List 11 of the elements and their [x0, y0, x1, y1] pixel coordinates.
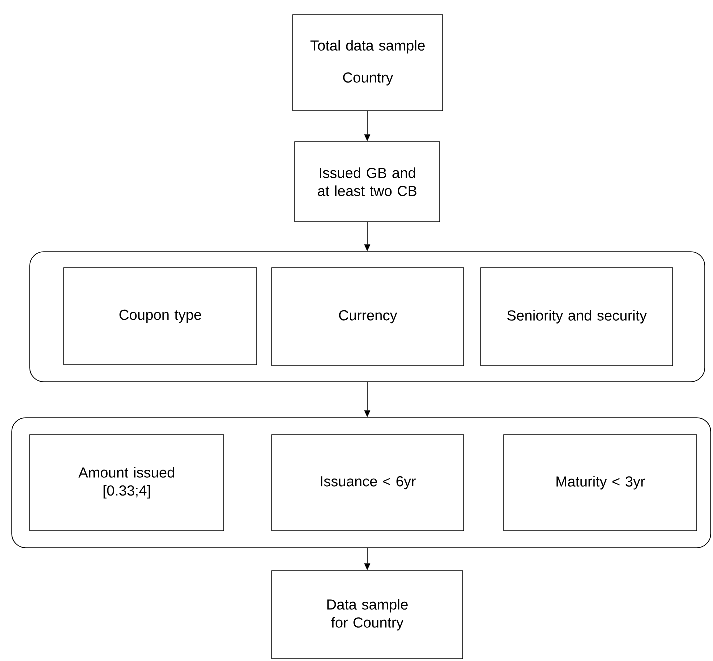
process-box: Currency	[272, 268, 464, 366]
process-box: Maturity < 3yr	[504, 434, 698, 532]
process-box: Issued GB and at least two CB	[294, 142, 440, 222]
group-box	[30, 252, 706, 382]
process-box: Total data sample Country	[292, 14, 444, 112]
process-box: Seniority and security	[480, 268, 674, 366]
group-box	[12, 418, 712, 548]
process-box: Coupon type	[64, 268, 258, 366]
process-box: Amount issued [0.33;4]	[30, 434, 224, 532]
process-box: Issuance < 6yr	[272, 434, 464, 532]
process-box: Data sample for Country	[272, 570, 464, 660]
